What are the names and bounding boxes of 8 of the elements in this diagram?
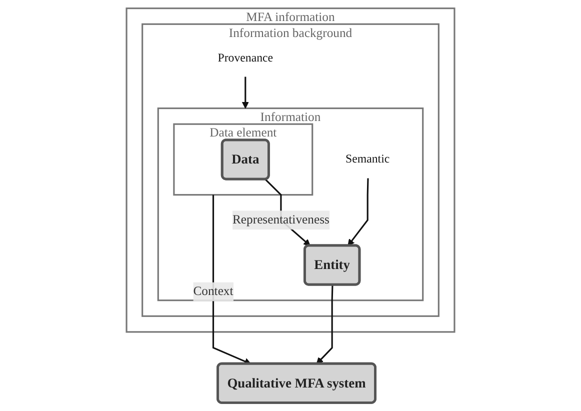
node-text: Semantic — [346, 152, 390, 166]
arrow — [316, 284, 334, 364]
node-text: Provenance — [218, 52, 274, 64]
arrow — [212, 194, 252, 365]
edge-label: Context — [193, 284, 234, 298]
edge-label: Representativeness — [232, 213, 330, 226]
arrow — [348, 178, 369, 246]
arrow — [242, 76, 249, 109]
